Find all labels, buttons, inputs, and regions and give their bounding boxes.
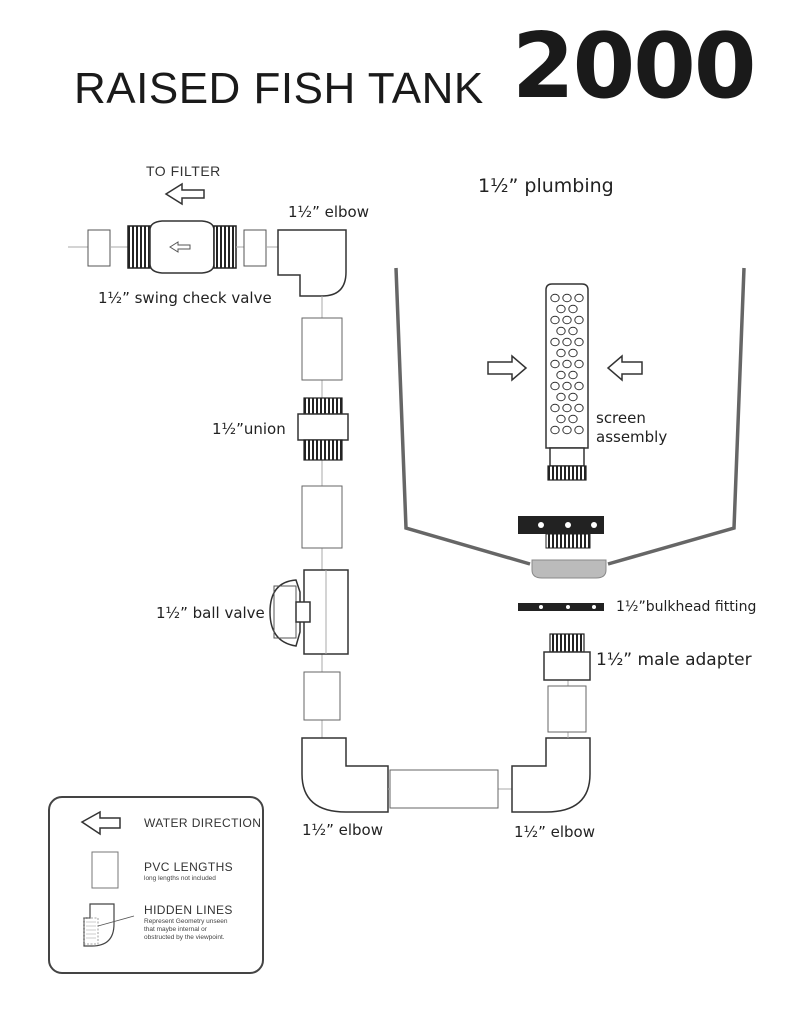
union-fitting <box>297 397 349 461</box>
bulkhead-nut <box>518 603 604 611</box>
screen-hole <box>562 359 572 369</box>
union-label: 1½”union <box>212 420 286 438</box>
elbow-bottom-left-label: 1½” elbow <box>302 821 383 839</box>
bulkhead-fitting-label: 1½”bulkhead fitting <box>616 599 757 615</box>
bulkhead-flange <box>531 559 607 579</box>
elbow-bottom-right-label: 1½” elbow <box>514 823 595 841</box>
screen-hole <box>550 293 560 303</box>
screen-hole <box>550 403 560 413</box>
elbow-bottom-right <box>511 737 591 813</box>
pvc-length-legend-icon <box>91 851 119 889</box>
screen-hole <box>562 425 572 435</box>
ball-valve <box>269 569 349 655</box>
legend-hidden-note-1: Represent Geometry unseen <box>144 918 228 925</box>
to-filter-arrow-icon <box>164 182 205 206</box>
screen-assembly-label-line2: assembly <box>596 428 668 446</box>
fish-tank-outline <box>394 267 746 566</box>
screen-hole <box>568 392 578 402</box>
screen-hole <box>556 414 566 424</box>
screen-hole <box>562 403 572 413</box>
male-adapter-label: 1½” male adapter <box>596 650 752 670</box>
screen-hole <box>574 337 584 347</box>
screen-hole <box>574 425 584 435</box>
screen-hole <box>574 359 584 369</box>
elbow-top-label: 1½” elbow <box>288 203 369 221</box>
screen-hole <box>562 337 572 347</box>
legend <box>48 796 264 974</box>
screen-hole <box>556 370 566 380</box>
model-number: 2000 <box>512 14 756 119</box>
screen-hole <box>550 425 560 435</box>
screen-hole <box>550 337 560 347</box>
screen-hole <box>568 414 578 424</box>
to-filter-label: TO FILTER <box>146 163 221 179</box>
pvc-length-bottom <box>389 769 499 809</box>
screen-hole <box>550 315 560 325</box>
elbow-bottom-left <box>301 737 389 813</box>
hidden-lines-legend-icon <box>83 903 135 947</box>
male-adapter <box>543 633 591 681</box>
plumbing-size-label: 1½” plumbing <box>478 175 614 197</box>
screen-assembly <box>545 283 589 481</box>
water-direction-arrow-icon <box>80 810 121 836</box>
page-title: RAISED FISH TANK <box>74 64 484 113</box>
screen-hole <box>556 304 566 314</box>
legend-pvc-lengths: PVC LENGTHS <box>144 860 234 874</box>
screen-hole <box>574 381 584 391</box>
elbow-top <box>277 229 347 297</box>
bulkhead-upper-fitting <box>518 516 604 549</box>
pvc-length-2 <box>301 485 343 549</box>
screen-hole <box>556 392 566 402</box>
screen-hole <box>556 326 566 336</box>
screen-hole <box>562 293 572 303</box>
screen-hole <box>568 326 578 336</box>
legend-hidden-note-3: obstructed by the viewpoint. <box>144 934 225 941</box>
pvc-length-1 <box>301 317 343 381</box>
screen-hole <box>550 381 560 391</box>
swing-check-valve <box>68 220 278 274</box>
screen-hole <box>568 304 578 314</box>
screen-hole <box>574 403 584 413</box>
legend-hidden-note-2: that maybe internal or <box>144 926 207 933</box>
ball-valve-label: 1½” ball valve <box>156 604 265 622</box>
screen-hole <box>574 293 584 303</box>
flow-left-arrow-icon <box>606 354 643 382</box>
screen-hole <box>574 315 584 325</box>
swing-check-valve-label: 1½” swing check valve <box>98 289 272 307</box>
screen-hole <box>568 348 578 358</box>
flow-right-arrow-icon <box>487 354 528 382</box>
screen-hole <box>562 381 572 391</box>
pvc-length-3 <box>303 671 341 721</box>
screen-assembly-label-line1: screen <box>596 409 646 427</box>
legend-pvc-note: long lengths not included <box>144 875 216 882</box>
screen-hole <box>550 359 560 369</box>
screen-hole <box>556 348 566 358</box>
screen-hole <box>568 370 578 380</box>
pvc-length-4 <box>547 685 587 733</box>
legend-water-direction: WATER DIRECTION <box>144 816 262 830</box>
legend-hidden-lines: HIDDEN LINES <box>144 903 233 917</box>
screen-hole <box>562 315 572 325</box>
